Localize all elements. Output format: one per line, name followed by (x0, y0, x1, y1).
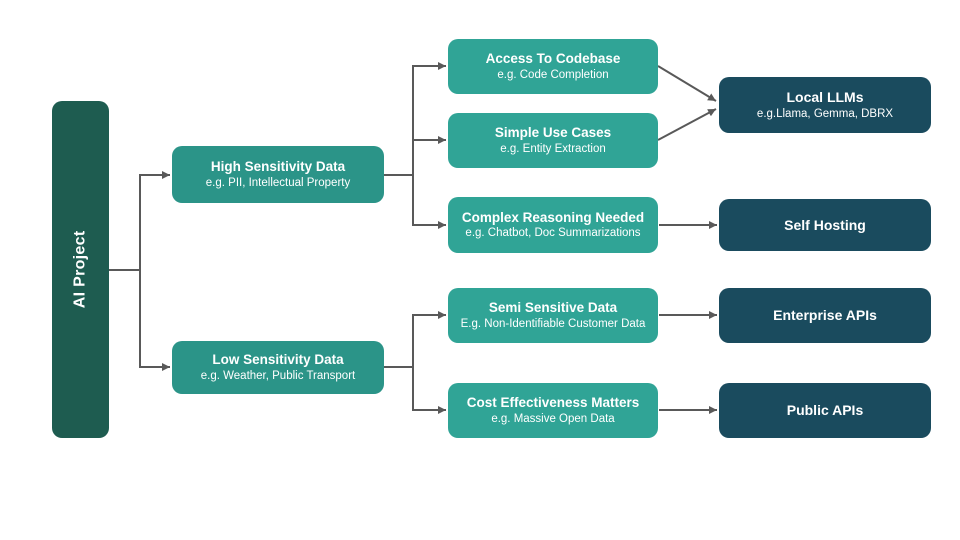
node-subtitle: e.g. Weather, Public Transport (200, 369, 356, 382)
node-subtitle: e.g. Entity Extraction (500, 142, 606, 155)
node-title: Local LLMs (786, 89, 864, 106)
connector-high-to-access (412, 62, 446, 175)
node-title: High Sensitivity Data (210, 159, 346, 175)
node-local-llms: Local LLMs e.g.Llama, Gemma, DBRX (719, 77, 931, 133)
connector-low-to-cost (412, 367, 446, 414)
node-title: Simple Use Cases (494, 125, 612, 141)
node-title: Self Hosting (784, 216, 866, 233)
node-high-sensitivity-data: High Sensitivity Data e.g. PII, Intellec… (172, 146, 384, 203)
connector-simple-to-local-llms (657, 108, 717, 141)
connector-root-to-high (139, 171, 170, 270)
connector-root-to-low (139, 270, 170, 371)
node-subtitle: e.g. Chatbot, Doc Summarizations (465, 227, 641, 240)
node-ai-project: AI Project (52, 101, 109, 438)
node-enterprise-apis: Enterprise APIs (719, 288, 931, 343)
connector-high-to-complex (412, 175, 446, 229)
node-title: Access To Codebase (485, 51, 621, 67)
node-subtitle: e.g.Llama, Gemma, DBRX (756, 107, 894, 120)
node-subtitle: e.g. PII, Intellectual Property (205, 176, 351, 189)
node-subtitle: e.g. Code Completion (497, 68, 609, 81)
node-subtitle: e.g. Massive Open Data (491, 412, 615, 425)
node-simple-use-cases: Simple Use Cases e.g. Entity Extraction (448, 113, 658, 168)
node-title: Low Sensitivity Data (212, 352, 344, 368)
node-title: Public APIs (786, 402, 864, 419)
connector-access-to-local-llms (657, 65, 717, 102)
node-title: Complex Reasoning Needed (461, 209, 645, 225)
connector-low-to-semi (412, 311, 446, 367)
node-title: Cost Effectiveness Matters (466, 395, 640, 411)
node-title: AI Project (71, 230, 89, 309)
node-self-hosting: Self Hosting (719, 199, 931, 251)
node-semi-sensitive-data: Semi Sensitive Data E.g. Non-Identifiabl… (448, 288, 658, 343)
node-public-apis: Public APIs (719, 383, 931, 438)
node-title: Enterprise APIs (773, 307, 877, 324)
node-access-to-codebase: Access To Codebase e.g. Code Completion (448, 39, 658, 94)
node-title: Semi Sensitive Data (488, 300, 618, 316)
node-complex-reasoning-needed: Complex Reasoning Needed e.g. Chatbot, D… (448, 197, 658, 253)
node-low-sensitivity-data: Low Sensitivity Data e.g. Weather, Publi… (172, 341, 384, 394)
node-cost-effectiveness-matters: Cost Effectiveness Matters e.g. Massive … (448, 383, 658, 438)
node-subtitle: E.g. Non-Identifiable Customer Data (460, 317, 646, 330)
